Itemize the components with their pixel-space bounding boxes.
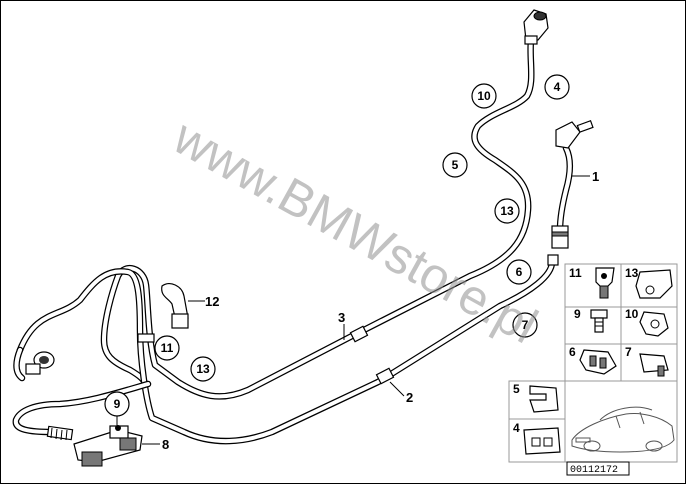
- svg-text:8: 8: [162, 437, 169, 452]
- grid-label-6: 6: [569, 345, 576, 359]
- svg-text:1: 1: [592, 169, 599, 184]
- grid-part-5: [529, 385, 559, 413]
- part-12-elbow: [161, 283, 189, 329]
- leader-3: 3: [338, 310, 345, 340]
- grid-label-10: 10: [625, 307, 639, 321]
- grid-part-10: [639, 311, 669, 337]
- callout-9: 9: [104, 391, 130, 428]
- joint-sleeve: [349, 325, 369, 343]
- callout-7: 7: [512, 312, 538, 338]
- svg-text:11: 11: [161, 341, 174, 355]
- grid-part-11: [595, 267, 615, 299]
- hose-end-cap: [547, 254, 559, 266]
- leader-12: 12: [188, 294, 219, 309]
- car-thumbnail: [571, 406, 675, 453]
- grid-part-9: [590, 309, 608, 333]
- leader-8: 8: [142, 437, 169, 452]
- leader-2: 2: [389, 381, 413, 405]
- part-1-connector: [551, 120, 594, 249]
- callout-13-right: 13: [494, 198, 520, 224]
- callout-11: 11: [154, 335, 180, 361]
- svg-text:4: 4: [554, 80, 561, 94]
- part-8-bracket: [73, 425, 143, 467]
- svg-text:2: 2: [406, 390, 413, 405]
- svg-text:13: 13: [500, 204, 514, 218]
- grid-label-9: 9: [574, 307, 581, 321]
- svg-text:10: 10: [477, 89, 491, 103]
- svg-text:3: 3: [338, 310, 345, 325]
- grid-part-7: [639, 353, 669, 377]
- callout-13-left: 13: [190, 356, 216, 382]
- svg-text:13: 13: [196, 362, 210, 376]
- grid-label-5: 5: [513, 382, 520, 396]
- parts-grid: 11 13 9 10 6 7 5 4: [508, 263, 678, 476]
- grid-label-13: 13: [625, 266, 639, 280]
- svg-text:9: 9: [114, 397, 121, 411]
- callout-4: 4: [544, 74, 570, 100]
- grid-label-4: 4: [513, 421, 520, 435]
- left-end-connector: [25, 351, 55, 375]
- hose-10-4-5-13-6: [356, 36, 535, 336]
- hose-left-tail: [12, 346, 152, 436]
- diagram-code: 00112172: [570, 465, 618, 476]
- grid-part-4: [523, 427, 561, 455]
- svg-text:6: 6: [516, 265, 523, 279]
- callout-10: 10: [471, 83, 497, 109]
- leader-1: 1: [572, 169, 599, 184]
- grid-part-13: [635, 269, 673, 299]
- top-connector: [523, 9, 549, 45]
- corrugated-hose: [46, 425, 74, 441]
- svg-text:5: 5: [452, 158, 459, 172]
- joint-sleeve: [375, 367, 395, 385]
- grid-label-7: 7: [625, 345, 632, 359]
- callout-6: 6: [506, 259, 532, 285]
- grid-label-11: 11: [569, 266, 582, 280]
- grid-part-6: [579, 349, 617, 375]
- callout-5: 5: [442, 152, 468, 178]
- svg-text:12: 12: [205, 294, 219, 309]
- clamp-left: [137, 333, 155, 343]
- hose-1: [556, 144, 573, 234]
- svg-text:7: 7: [522, 318, 529, 332]
